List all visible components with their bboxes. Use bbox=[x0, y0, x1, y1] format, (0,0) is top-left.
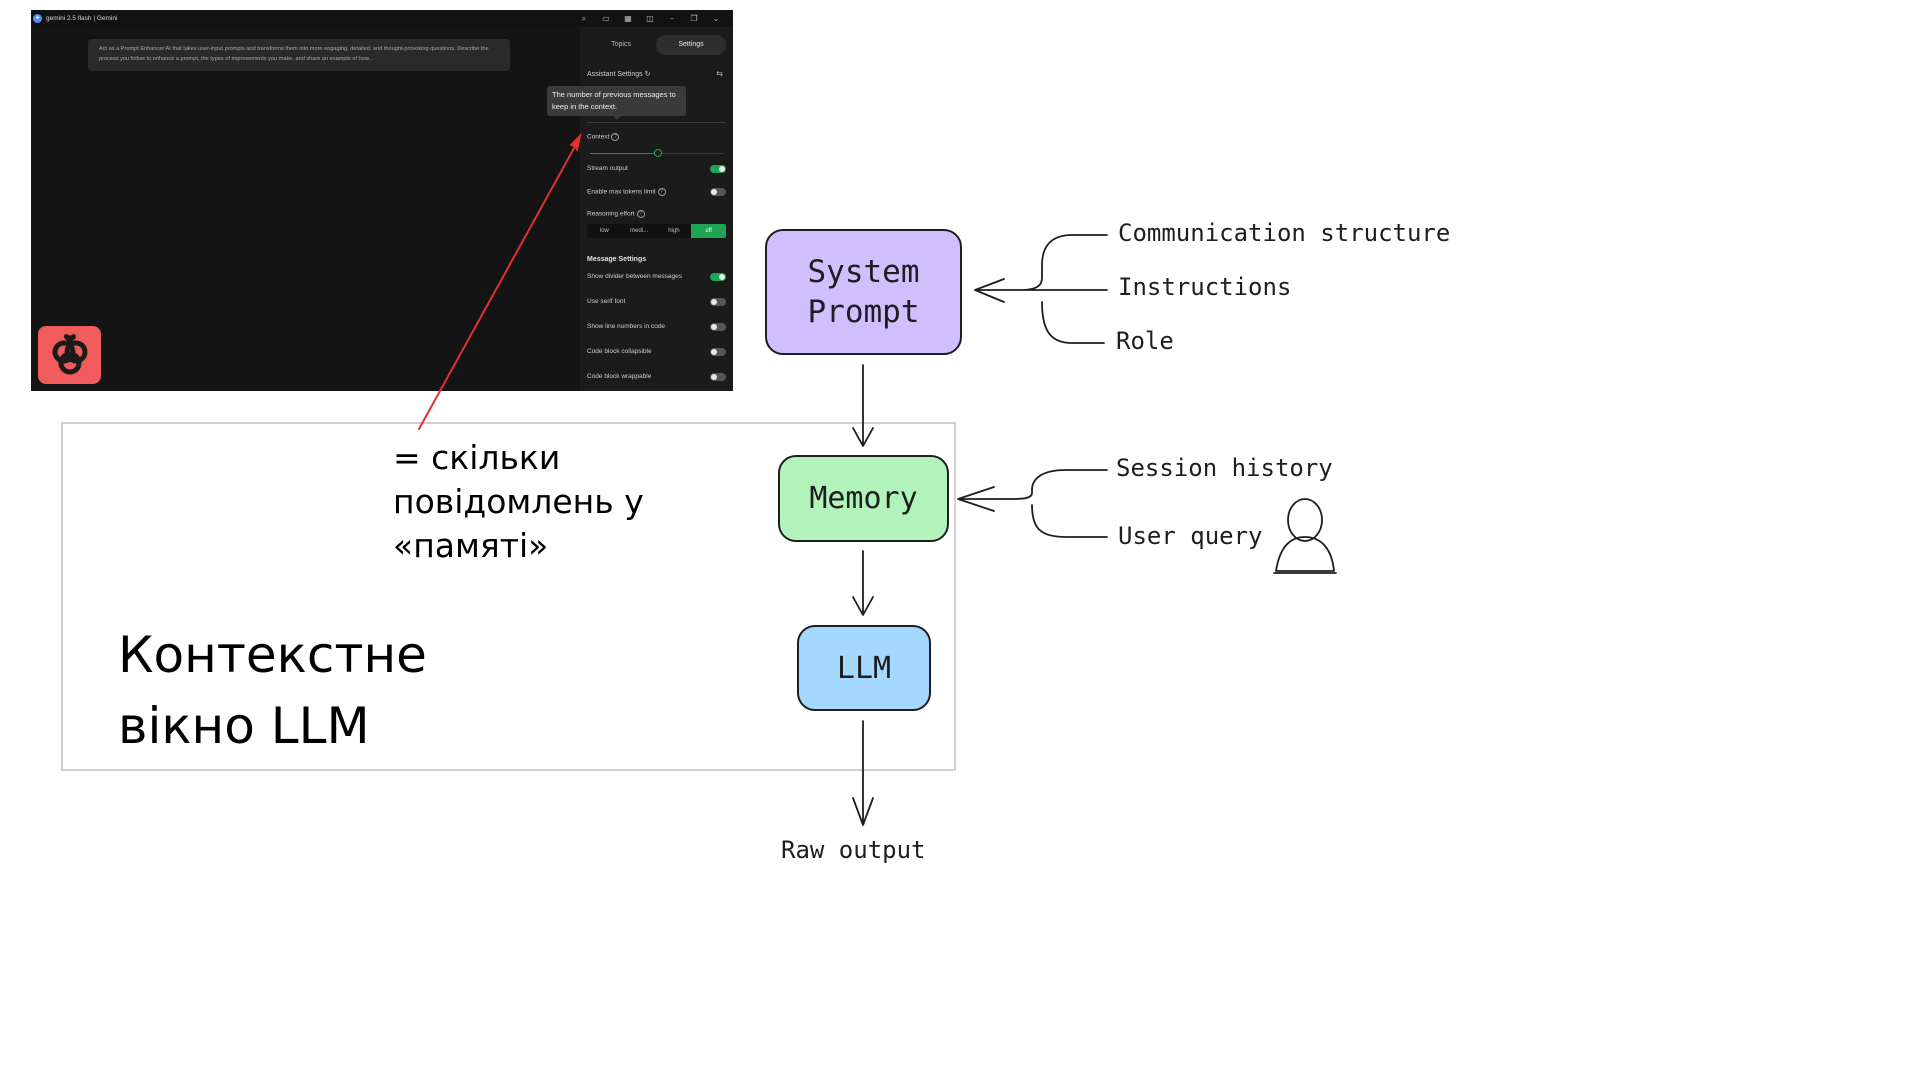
help-icon[interactable]: ? bbox=[657, 188, 666, 196]
panel-icon[interactable]: ◫ bbox=[646, 14, 654, 23]
serif-font-toggle[interactable] bbox=[710, 298, 726, 306]
reasoning-effort-label: Reasoning effort? bbox=[587, 210, 645, 218]
collapsible-toggle[interactable] bbox=[710, 348, 726, 356]
arrow-memory-to-llm bbox=[852, 550, 874, 616]
assistant-settings-heading: Assistant Settings ↻ bbox=[587, 70, 650, 78]
layout-icon[interactable]: ▭ bbox=[602, 14, 610, 23]
reasoning-option-off[interactable]: off bbox=[691, 224, 726, 238]
diagram-connectors bbox=[418, 132, 1337, 826]
line-numbers-toggle[interactable] bbox=[710, 323, 726, 331]
swap-icon[interactable]: ⇆ bbox=[716, 69, 723, 78]
divider-toggle[interactable] bbox=[710, 273, 726, 281]
reasoning-option-medium[interactable]: medi... bbox=[630, 228, 649, 234]
wrappable-label: Code block wrappable bbox=[587, 373, 652, 380]
stream-output-label: Stream output bbox=[587, 165, 628, 172]
llm-node: LLM bbox=[797, 625, 931, 711]
help-icon[interactable]: ? bbox=[611, 133, 620, 141]
system-prompt-node: System Prompt bbox=[765, 229, 962, 355]
arrow-system-to-memory bbox=[852, 364, 874, 447]
instructions-label: Instructions bbox=[1118, 273, 1292, 301]
memory-inputs-bracket bbox=[957, 469, 1108, 538]
wrappable-toggle[interactable] bbox=[710, 373, 726, 381]
reasoning-option-high[interactable]: high bbox=[668, 228, 680, 234]
serif-font-label: Use serif font bbox=[587, 298, 626, 305]
role-label: Role bbox=[1116, 327, 1174, 355]
prompt-message: Act as a Prompt Enhancer AI that takes u… bbox=[88, 39, 510, 71]
context-window-frame bbox=[61, 422, 956, 771]
context-label-text: Context bbox=[587, 133, 610, 141]
max-tokens-label-text: Enable max tokens limit bbox=[587, 188, 656, 196]
search-icon[interactable]: ⌕ bbox=[581, 14, 587, 23]
raw-output-label: Raw output bbox=[781, 836, 926, 864]
context-slider-knob[interactable] bbox=[654, 149, 662, 157]
restore-icon[interactable]: ❐ bbox=[690, 14, 698, 23]
line-numbers-label: Show line numbers in code bbox=[587, 323, 666, 330]
annotation-arrow bbox=[418, 132, 582, 430]
collapsible-label: Code block collapsible bbox=[587, 348, 652, 355]
context-slider-fill bbox=[590, 153, 657, 154]
help-icon[interactable]: ? bbox=[636, 210, 645, 218]
tooltip-tail bbox=[613, 116, 621, 120]
knot-logo-icon bbox=[52, 334, 88, 375]
minimize-icon[interactable]: – bbox=[670, 14, 674, 23]
title-bar-icons: ⌕ ▭ ▦ ◫ – ❐ ⌄ bbox=[573, 12, 727, 25]
session-history-label: Session history bbox=[1116, 454, 1333, 482]
tab-topics[interactable]: Topics bbox=[611, 41, 631, 48]
context-label: Context? bbox=[587, 133, 620, 141]
stream-output-toggle[interactable] bbox=[710, 165, 726, 173]
reasoning-effort-label-text: Reasoning effort bbox=[587, 210, 635, 218]
max-tokens-label: Enable max tokens limit? bbox=[587, 188, 666, 196]
user-query-label: User query bbox=[1118, 522, 1263, 550]
temperature-slider[interactable] bbox=[587, 122, 726, 123]
chevron-icon[interactable]: ⌄ bbox=[712, 14, 720, 23]
communication-structure-label: Communication structure bbox=[1118, 219, 1451, 247]
divider-setting-label: Show divider between messages bbox=[587, 273, 683, 280]
window-title: gemini 2.5 flash | Gemini bbox=[46, 15, 118, 22]
gemini-logo-icon: ✦ bbox=[33, 14, 42, 23]
context-tooltip: The number of previous messages to keep … bbox=[547, 86, 686, 116]
settings-tabs: Topics Settings bbox=[586, 35, 726, 55]
user-icon bbox=[1273, 498, 1337, 574]
reasoning-effort-selector: low medi... high off bbox=[587, 224, 726, 238]
context-note: = скільки повідомлень у «памяті» bbox=[393, 438, 644, 565]
refresh-icon[interactable]: ↻ bbox=[644, 71, 651, 78]
grid-icon[interactable]: ▦ bbox=[624, 14, 632, 23]
assistant-settings-label: Assistant Settings bbox=[587, 71, 643, 78]
message-settings-heading: Message Settings bbox=[587, 256, 647, 263]
memory-node: Memory bbox=[778, 455, 949, 542]
arrow-llm-to-output bbox=[852, 720, 874, 826]
title-bar: ✦ gemini 2.5 flash | Gemini ⌕ ▭ ▦ ◫ – ❐ … bbox=[31, 10, 733, 27]
max-tokens-toggle[interactable] bbox=[710, 188, 726, 196]
app-screenshot: ✦ gemini 2.5 flash | Gemini ⌕ ▭ ▦ ◫ – ❐ … bbox=[31, 10, 733, 391]
system-inputs-bracket bbox=[974, 234, 1108, 344]
context-window-title: Контекстне вікно LLM bbox=[118, 626, 427, 755]
app-logo-badge bbox=[38, 326, 101, 384]
tab-settings[interactable]: Settings bbox=[656, 35, 726, 55]
reasoning-option-low[interactable]: low bbox=[599, 228, 609, 234]
